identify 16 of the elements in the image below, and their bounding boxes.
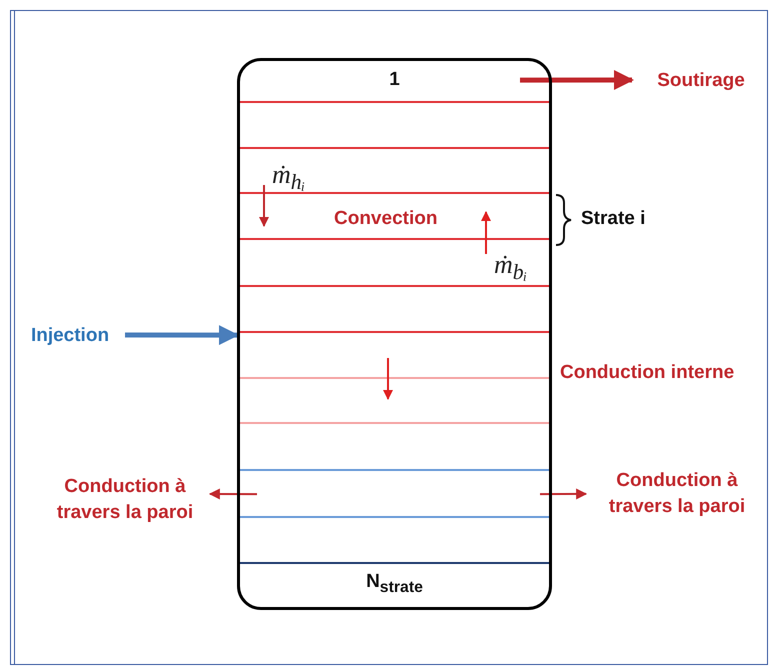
stratum-count: N$_{strate}$ <box>365 571 424 597</box>
mass-flow-symbol: ṁ$_{bᵢ}$ <box>494 250 528 286</box>
arrow <box>125 325 239 346</box>
storage-tank <box>237 58 552 610</box>
arrow <box>520 70 634 90</box>
flow-label: Conduction à travers la paroi <box>40 474 210 526</box>
flow-label: Conduction à travers la paroi <box>588 468 766 520</box>
arrow <box>540 488 588 500</box>
mass-flow-symbol: ṁ$_{hᵢ}$ <box>272 160 306 196</box>
arrow <box>208 488 257 500</box>
flow-label: Conduction interne <box>560 362 734 384</box>
stratum-number: 1 <box>388 69 401 91</box>
flow-label: Convection <box>334 208 438 230</box>
flow-label: Soutirage <box>645 68 757 94</box>
flow-label: Injection <box>20 323 120 349</box>
stratum-label: Strate i <box>581 208 646 230</box>
